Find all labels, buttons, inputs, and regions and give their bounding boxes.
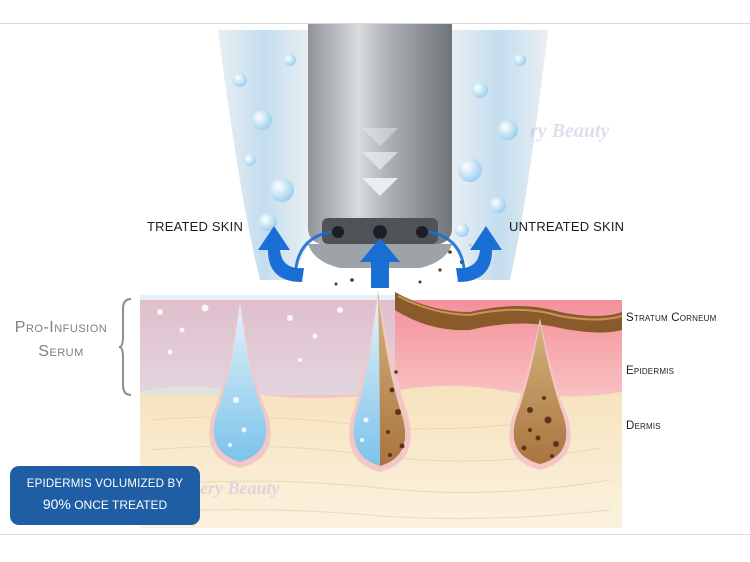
stratum-corneum-layer [395,292,622,333]
badge-line2-rest: ONCE TREATED [70,498,168,512]
badge-line1: EPIDERMIS VOLUMIZED BY [26,478,184,490]
serum-label-line2: Serum [38,343,84,360]
watermark-top: ry Beauty [530,120,610,142]
left-arrow [258,226,304,282]
treated-skin-label: TREATED SKIN [147,219,244,234]
dermis-label: Dermis [626,420,661,432]
right-arrow [456,226,502,282]
device-nozzle [308,24,452,244]
device-cone-left [218,30,310,280]
epidermis-label: Epidermis [626,365,675,377]
bottom-divider [0,534,750,535]
watermark-bottom: ery Beauty [200,478,280,498]
pro-infusion-serum-label: Pro-Infusion Serum [2,316,120,364]
serum-brace [118,298,132,396]
serum-label-line1: Pro-Infusion [14,319,108,336]
center-arrow [360,238,400,288]
flow-arrows [258,226,502,288]
top-divider [0,23,750,24]
untreated-skin-label: UNTREATED SKIN [509,219,625,234]
badge-line2: 90% ONCE TREATED [10,496,200,512]
flow-chevrons [362,128,398,196]
stratum-corneum-label: Stratum Corneum [626,312,717,324]
volumized-badge: EPIDERMIS VOLUMIZED BY 90% ONCE TREATED [10,466,200,525]
device-cone-right [450,30,548,280]
badge-percent: 90% [42,496,71,512]
